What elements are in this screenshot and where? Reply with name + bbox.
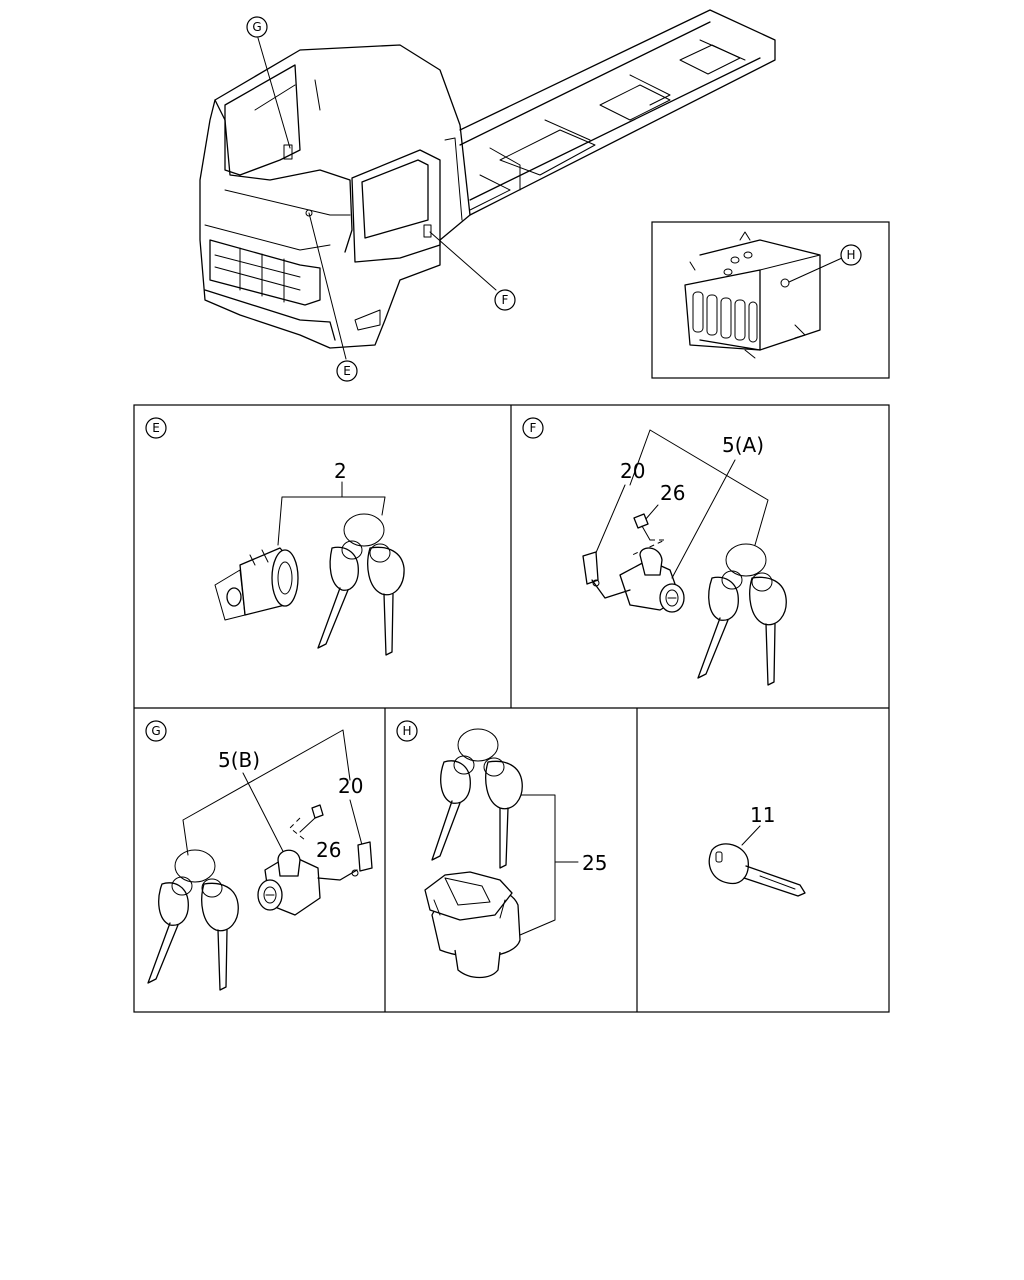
label-11: 11	[750, 803, 775, 827]
svg-text:E: E	[343, 364, 351, 378]
lock-lever-g	[317, 841, 373, 881]
callout-f-truck: F	[494, 289, 516, 311]
panel-e-letter: E	[145, 417, 167, 439]
panel-h: H 25	[396, 720, 607, 979]
svg-text:H: H	[846, 248, 855, 262]
panel-key: 11	[708, 803, 806, 897]
panel-e: E 2	[145, 417, 405, 656]
door-lock-cylinder-g	[257, 849, 321, 916]
panel-g-letter: G	[145, 720, 167, 742]
screw-26-f	[633, 513, 651, 541]
label-5a: 5(A)	[722, 433, 764, 457]
key-pair-h	[431, 728, 523, 869]
fuel-tank-illustration	[684, 231, 821, 359]
svg-text:F: F	[530, 421, 537, 435]
label-2: 2	[334, 459, 347, 483]
label-26-g: 26	[316, 838, 341, 862]
label-5b: 5(B)	[218, 748, 260, 772]
fuel-tank-inset-frame	[651, 221, 890, 379]
label-25: 25	[582, 851, 607, 875]
svg-text:H: H	[402, 724, 411, 738]
callout-h-leader	[788, 257, 843, 283]
svg-text:G: G	[151, 724, 160, 738]
fuel-cap	[424, 871, 521, 979]
key-pair-f	[697, 543, 787, 686]
label-26-f: 26	[660, 481, 685, 505]
truck-illustration	[199, 9, 776, 349]
panel-f: F 20 26 5(A)	[522, 417, 787, 686]
key-pair-e	[317, 513, 405, 656]
label-20-g: 20	[338, 774, 363, 798]
door-lock-cylinder-f	[619, 547, 685, 613]
ignition-cylinder	[214, 547, 299, 621]
callout-h-tank: H	[840, 244, 862, 266]
callout-e-truck: E	[336, 360, 358, 382]
panel-h-letter: H	[396, 720, 418, 742]
blank-key-11	[708, 843, 806, 897]
key-pair-g	[147, 849, 239, 991]
svg-text:F: F	[502, 293, 509, 307]
svg-text:E: E	[152, 421, 160, 435]
screw-26-g	[299, 804, 324, 833]
panel-g: G 5(B) 20 26	[145, 720, 373, 991]
panel-f-letter: F	[522, 417, 544, 439]
truck-callout-leaders	[257, 37, 497, 360]
lock-lever-f	[582, 551, 631, 599]
callout-g-truck: G	[246, 16, 268, 38]
label-20-f: 20	[620, 459, 645, 483]
svg-text:G: G	[252, 20, 261, 34]
